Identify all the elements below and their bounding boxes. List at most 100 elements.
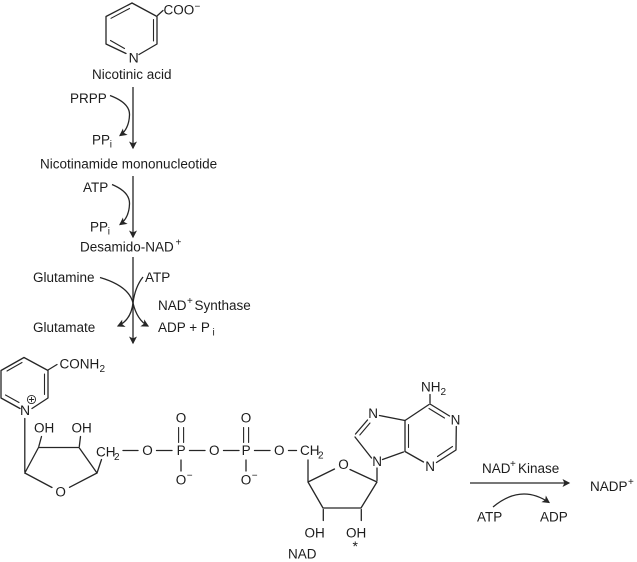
substrate-left-label: Glutamine [33, 270, 95, 285]
pyridinium-ring: N CONH 2 [0, 356, 106, 418]
plus-charge-icon [26, 394, 37, 405]
product-right-label: ADP + P [158, 320, 210, 335]
phosphorus-label: P [177, 443, 186, 458]
amine-label: NH [421, 380, 441, 395]
hydroxyl-label: OH [346, 526, 366, 541]
double-bond-inner [359, 422, 371, 436]
phosphorus-label: P [242, 443, 251, 458]
amine-subscript: 2 [441, 387, 447, 398]
ring-edge [23, 356, 49, 410]
ring-nitrogen-label: N [20, 402, 30, 418]
reaction-1-prpp: PRPP PP i [70, 87, 137, 151]
nmn-name: Nicotinamide mononucleotide [40, 157, 217, 172]
c5-bond [96, 458, 103, 474]
phosphate-charge: − [187, 471, 193, 482]
nicotinamide-ribose: OH OH O CH 2 [24, 417, 120, 500]
phosphorylation-site-asterisk: * [353, 538, 359, 554]
ring-edge [435, 449, 457, 464]
methylene-label: CH [300, 443, 320, 458]
cofactor-curve [109, 94, 131, 137]
nad-structure: N CONH 2 OH OH O CH 2 O P [0, 356, 461, 562]
product-left-label: Glutamate [33, 320, 95, 335]
substrate-label: ATP [477, 510, 502, 525]
desamido-charge: + [176, 238, 182, 249]
ring-edge [131, 2, 158, 56]
ring-edge [24, 446, 98, 488]
byproduct-subscript: i [108, 227, 110, 238]
double-bond-inner [436, 445, 454, 458]
adenine-ring: NH 2 N N N N [354, 380, 461, 474]
ring-nitrogen-label: N [129, 50, 139, 66]
desamido-label: Desamido-NAD [80, 240, 174, 255]
byproduct-label: PP [92, 133, 110, 148]
phosphate-charge: − [252, 471, 258, 482]
phosphate-oxygen-label: O [241, 473, 252, 488]
ring-edge [307, 468, 378, 509]
product-label: NADP [590, 479, 628, 494]
enzyme-label-rest: Kinase [518, 461, 559, 476]
n3-label: N [425, 459, 435, 474]
byproduct-label: PP [90, 220, 108, 235]
carboxylate-label: COO [164, 3, 195, 18]
ring-edge [105, 2, 133, 55]
nad-name: NAD [288, 547, 317, 562]
double-bond-inner [110, 7, 131, 19]
bridge-oxygen-label: O [142, 443, 153, 458]
amide-bond [47, 363, 58, 371]
enzyme-label: NAD [158, 298, 187, 313]
cofactor-curve-in-left [99, 276, 150, 327]
bridge-oxygen-label: O [274, 443, 285, 458]
ring-edge [378, 414, 406, 422]
methylene-label: CH [96, 445, 116, 460]
ring-edge [354, 436, 373, 459]
n1-label: N [451, 413, 461, 428]
double-bond-inner [428, 407, 446, 419]
reaction-4-nad-kinase: NAD + Kinase ATP ADP NADP + [470, 459, 634, 525]
methylene-subscript: 2 [318, 451, 324, 462]
ring-edge [0, 356, 25, 410]
hydroxyl-bond [38, 435, 43, 448]
cofactor-curve [492, 493, 550, 508]
ring-edge [24, 472, 53, 489]
nicotinic-acid-structure: N COO − Nicotinic acid [92, 2, 201, 83]
phosphate-oxygen-label: O [176, 473, 187, 488]
reaction-3-nad-synthase: Glutamine ATP NAD + Synthase Glutamate A… [33, 257, 251, 345]
product-right-subscript: i [213, 328, 215, 339]
substrate-label: ATP [83, 180, 108, 195]
enzyme-charge: + [187, 296, 193, 307]
ring-edge [307, 468, 336, 483]
ring-edge [429, 403, 451, 417]
double-bond-inner [109, 39, 126, 50]
phosphoryl-oxygen-label: O [176, 411, 187, 426]
double-bond-inner [4, 394, 20, 404]
carboxylate-charge: − [195, 2, 201, 13]
hydroxyl-label: OH [34, 421, 54, 436]
ring-oxygen-label: O [338, 457, 349, 472]
phosphoryl-oxygen-label: O [241, 411, 252, 426]
pyrophosphate-backbone: O P O P O CH 2 O O − O O − [122, 411, 324, 488]
hydroxyl-bond [78, 435, 82, 448]
ring-edge [381, 451, 405, 461]
methylene-subscript: 2 [114, 452, 120, 463]
amide-subscript: 2 [100, 364, 106, 375]
bridge-oxygen-label: O [209, 443, 220, 458]
ring-edge [354, 419, 369, 435]
substrate-right-label: ATP [145, 270, 170, 285]
reaction-2-atp: ATP PP i [83, 176, 137, 239]
amide-label: CONH [60, 357, 100, 372]
byproduct-subscript: i [110, 140, 112, 151]
enzyme-label: NAD [482, 461, 511, 476]
double-bond-inner [6, 361, 23, 372]
hydroxyl-label: OH [305, 526, 325, 541]
ring-oxygen-label: O [55, 485, 66, 500]
enzyme-label-rest: Synthase [195, 298, 251, 313]
cofactor-curve [111, 183, 131, 226]
p-double-bond [178, 426, 185, 444]
byproduct-label: ADP [540, 510, 568, 525]
ring-edge [404, 403, 430, 422]
cofactor-curve-in-right [116, 276, 144, 327]
nicotinic-acid-name: Nicotinic acid [92, 67, 172, 82]
n7-label: N [368, 406, 378, 421]
